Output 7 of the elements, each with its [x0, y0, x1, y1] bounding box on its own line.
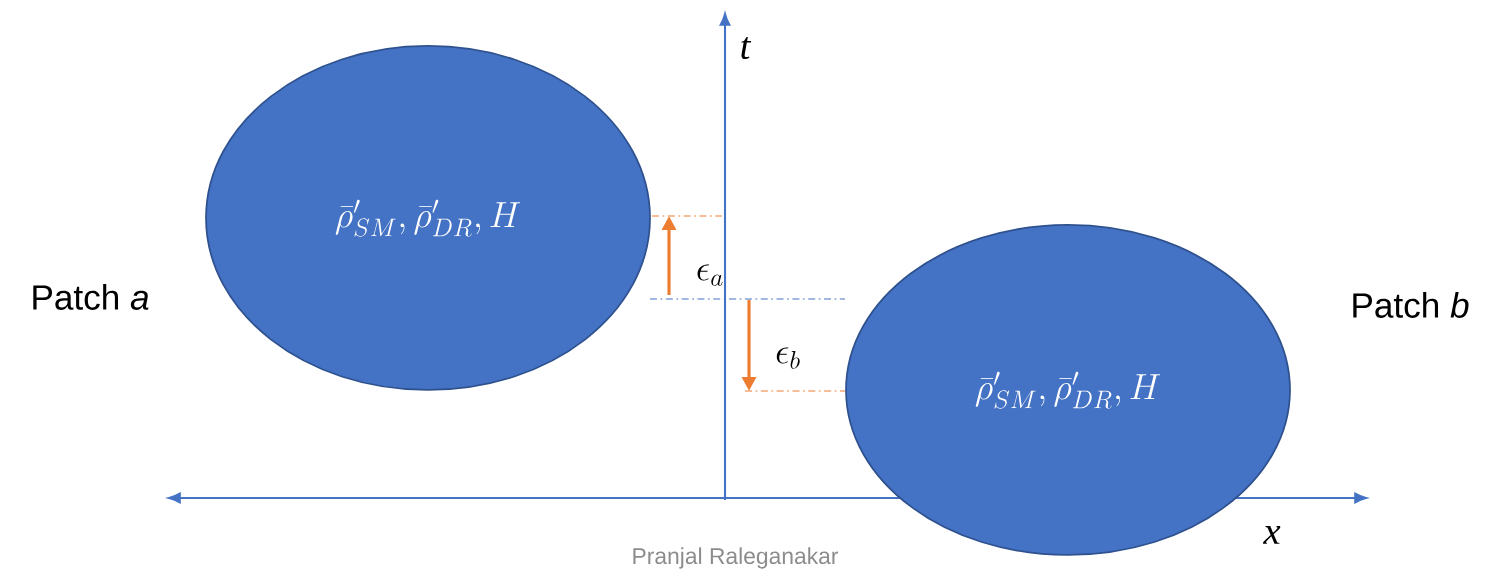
axis-label: x [1262, 526, 1281, 544]
axis-label: t [741, 36, 752, 60]
dimension-label: $\epsilon_b$ [776, 347, 800, 369]
patch-label: Patch a [33, 284, 149, 310]
patch-label: Patch b [1353, 292, 1469, 318]
dimension-label: $\epsilon_a$ [697, 264, 723, 286]
author-credit: Pranjal Raleganakar [633, 547, 839, 569]
